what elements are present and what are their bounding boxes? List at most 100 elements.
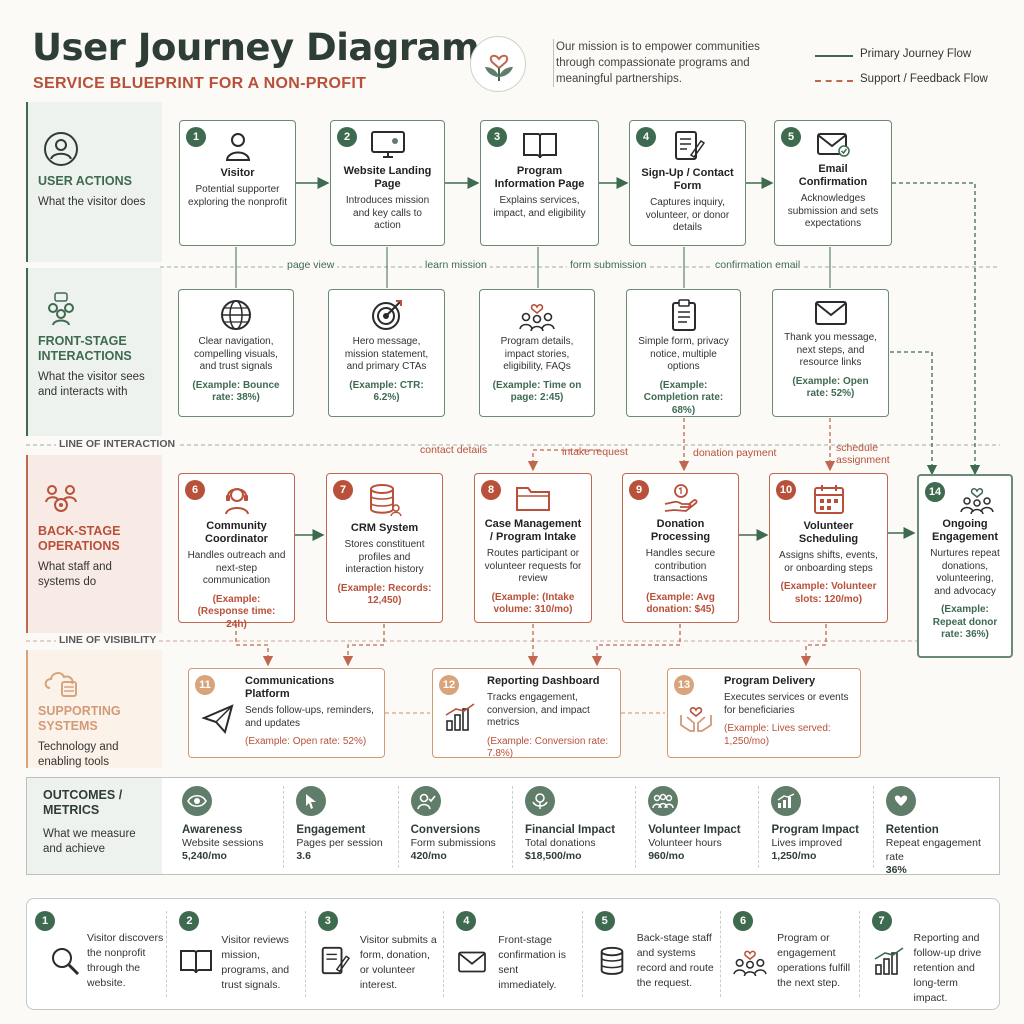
headset-icon xyxy=(224,488,249,515)
step-number-badge: 1 xyxy=(35,911,55,931)
front-stage-card-5[interactable]: Thank you message, next steps, and resou… xyxy=(772,289,889,417)
summary-step-3: 3 Visitor submits a form, donation, or v… xyxy=(306,911,445,997)
support-card-11[interactable]: 11 Communications Platform Sends follow-… xyxy=(188,668,385,758)
bar-chart-icon xyxy=(445,703,475,731)
folder-icon xyxy=(516,487,550,511)
step-text: Reporting and follow-up drive retention … xyxy=(913,932,982,1004)
calendar-icon xyxy=(813,485,844,514)
card-desc: Potential supporter exploring the nonpro… xyxy=(188,184,287,208)
outcome-value: $18,500/mo xyxy=(524,850,582,862)
card-title: Visitor xyxy=(220,167,255,179)
line-of-visibility-label: LINE OF VISIBILITY xyxy=(56,634,160,646)
outcome-volunteer-impact: Volunteer Impact Volunteer hours 960/mo xyxy=(636,786,760,868)
outcome-desc: Website sessions xyxy=(182,837,264,849)
support-card-13[interactable]: 13 Program Delivery Executes services or… xyxy=(667,668,861,758)
card-desc: Nurtures repeat donations, volunteering,… xyxy=(930,548,1000,597)
outcome-desc: Pages per session xyxy=(296,837,383,849)
lane-bg-front-stage xyxy=(26,268,162,436)
step-number-badge: 5 xyxy=(594,911,615,931)
money-plant-icon xyxy=(524,786,555,816)
email-check-icon xyxy=(817,133,850,157)
flow-label-donation-payment: donation payment xyxy=(693,447,777,459)
back-stage-card-7[interactable]: 7 CRM System Stores constituent profiles… xyxy=(326,473,443,623)
card-title: Community Coordinator xyxy=(205,520,268,545)
cloud-server-icon xyxy=(44,672,77,697)
card-metric: (Example: CTR: 6.2%) xyxy=(349,379,424,404)
lane-desc: What we measure and achieve xyxy=(43,828,136,855)
outcome-engagement: Engagement Pages per session 3.6 xyxy=(284,786,399,868)
step-number-badge: 6 xyxy=(185,480,205,500)
user-action-card-5[interactable]: 5 Email Confirmation Acknowledges submis… xyxy=(774,120,892,246)
card-metric: (Example: Bounce rate: 38%) xyxy=(192,379,280,404)
flow-label-confirmation-email: confirmation email xyxy=(712,259,804,271)
front-stage-card-4[interactable]: Simple form, privacy notice, multiple op… xyxy=(626,289,741,417)
back-stage-card-10[interactable]: 10 Volunteer Scheduling Assigns shifts, … xyxy=(769,473,888,623)
outcome-title: Engagement xyxy=(296,824,366,836)
user-action-card-4[interactable]: 4 Sign-Up / Contact Form Captures inquir… xyxy=(629,120,746,246)
card-metric: (Example: (Response time: 24h) xyxy=(197,593,276,630)
outcome-retention: Retention Repeat engagement rate 36% xyxy=(874,786,996,876)
hands-heart-icon xyxy=(680,707,712,732)
team-icon xyxy=(648,786,679,816)
group-chat-icon xyxy=(48,292,74,326)
back-stage-card-6[interactable]: 6 Community Coordinator Handles outreach… xyxy=(178,473,295,630)
step-number-badge: 7 xyxy=(871,911,892,931)
front-stage-card-3[interactable]: Program details, impact stories, eligibi… xyxy=(479,289,595,417)
card-title: CRM System xyxy=(350,522,419,534)
outcomes-row: Awareness Website sessions 5,240/mo Enga… xyxy=(170,786,996,876)
steps-summary-panel: 1 Visitor discovers the nonprofit throug… xyxy=(26,898,1000,1010)
front-stage-card-2[interactable]: Hero message, mission statement, and pri… xyxy=(328,289,445,417)
outcome-title: Financial Impact xyxy=(524,824,616,836)
lane-front-stage: FRONT-STAGE INTERACTIONS What the visito… xyxy=(26,280,162,410)
outcome-value: 5,240/mo xyxy=(182,850,227,862)
card-title: Program Delivery xyxy=(724,675,816,687)
ongoing-engagement-card[interactable]: 14 Ongoing Engagement Nurtures repeat do… xyxy=(917,474,1013,658)
front-stage-card-1[interactable]: Clear navigation, compelling visuals, an… xyxy=(178,289,294,417)
step-number-badge: 2 xyxy=(179,911,200,931)
step-text: Visitor reviews mission, programs, and t… xyxy=(221,934,290,991)
card-desc: Clear navigation, compelling visuals, an… xyxy=(194,336,278,372)
user-action-card-2[interactable]: 2 Website Landing Page Introduces missio… xyxy=(330,120,445,246)
card-title: Program Information Page xyxy=(494,165,585,190)
step-number-badge: 12 xyxy=(439,675,459,695)
summary-step-1: 1 Visitor discovers the nonprofit throug… xyxy=(35,911,168,997)
card-metric: (Example: Completion rate: 68%) xyxy=(643,379,724,416)
globe-icon xyxy=(221,300,251,330)
card-desc: Executes services or events for benefici… xyxy=(724,692,849,716)
lane-title: OUTCOMES / METRICS xyxy=(43,788,123,817)
target-icon xyxy=(371,300,402,330)
lane-title: USER ACTIONS xyxy=(38,174,132,188)
user-check-icon xyxy=(410,786,441,816)
card-metric: (Example: Conversion rate: 7.8%) xyxy=(487,735,609,760)
lane-bg-supporting xyxy=(26,650,162,768)
card-desc: Hero message, mission statement, and pri… xyxy=(344,336,429,372)
outcome-title: Retention xyxy=(885,824,939,836)
back-stage-card-9[interactable]: 9 Donation Processing Handles secure con… xyxy=(622,473,739,623)
user-action-card-3[interactable]: 3 Program Information Page Explains serv… xyxy=(480,120,599,246)
step-text: Back-stage staff and systems record and … xyxy=(636,932,714,989)
step-number-badge: 9 xyxy=(629,480,649,500)
card-title: Website Landing Page xyxy=(343,165,432,190)
user-circle-icon xyxy=(44,132,78,166)
summary-step-2: 2 Visitor reviews mission, programs, and… xyxy=(167,911,306,997)
step-text: Program or engagement operations fulfill… xyxy=(777,932,851,989)
form-pen-icon xyxy=(674,131,705,160)
outcome-desc: Repeat engagement rate xyxy=(885,837,981,863)
lane-back-stage: BACK-STAGE OPERATIONS What staff and sys… xyxy=(26,470,162,600)
user-action-card-1[interactable]: 1 Visitor Potential supporter exploring … xyxy=(179,120,296,246)
lane-desc: Technology and enabling tools xyxy=(38,741,119,768)
outcome-value: 36% xyxy=(885,864,907,876)
card-metric: (Example: Open rate: 52%) xyxy=(792,375,869,400)
envelope-icon xyxy=(458,951,487,973)
outcome-title: Conversions xyxy=(410,824,481,836)
outcome-desc: Volunteer hours xyxy=(648,837,722,849)
eye-icon xyxy=(182,786,212,816)
back-stage-card-8[interactable]: 8 Case Management / Program Intake Route… xyxy=(474,473,592,623)
heart-plant-logo-icon xyxy=(470,36,526,92)
step-number-badge: 4 xyxy=(636,127,656,147)
step-number-badge: 14 xyxy=(925,482,945,502)
outcome-value: 1,250/mo xyxy=(771,850,817,862)
lane-desc: What the visitor sees and interacts with xyxy=(38,371,145,398)
support-card-12[interactable]: 12 Reporting Dashboard Tracks engagement… xyxy=(432,668,621,760)
card-desc: Thank you message, next steps, and resou… xyxy=(784,332,877,368)
